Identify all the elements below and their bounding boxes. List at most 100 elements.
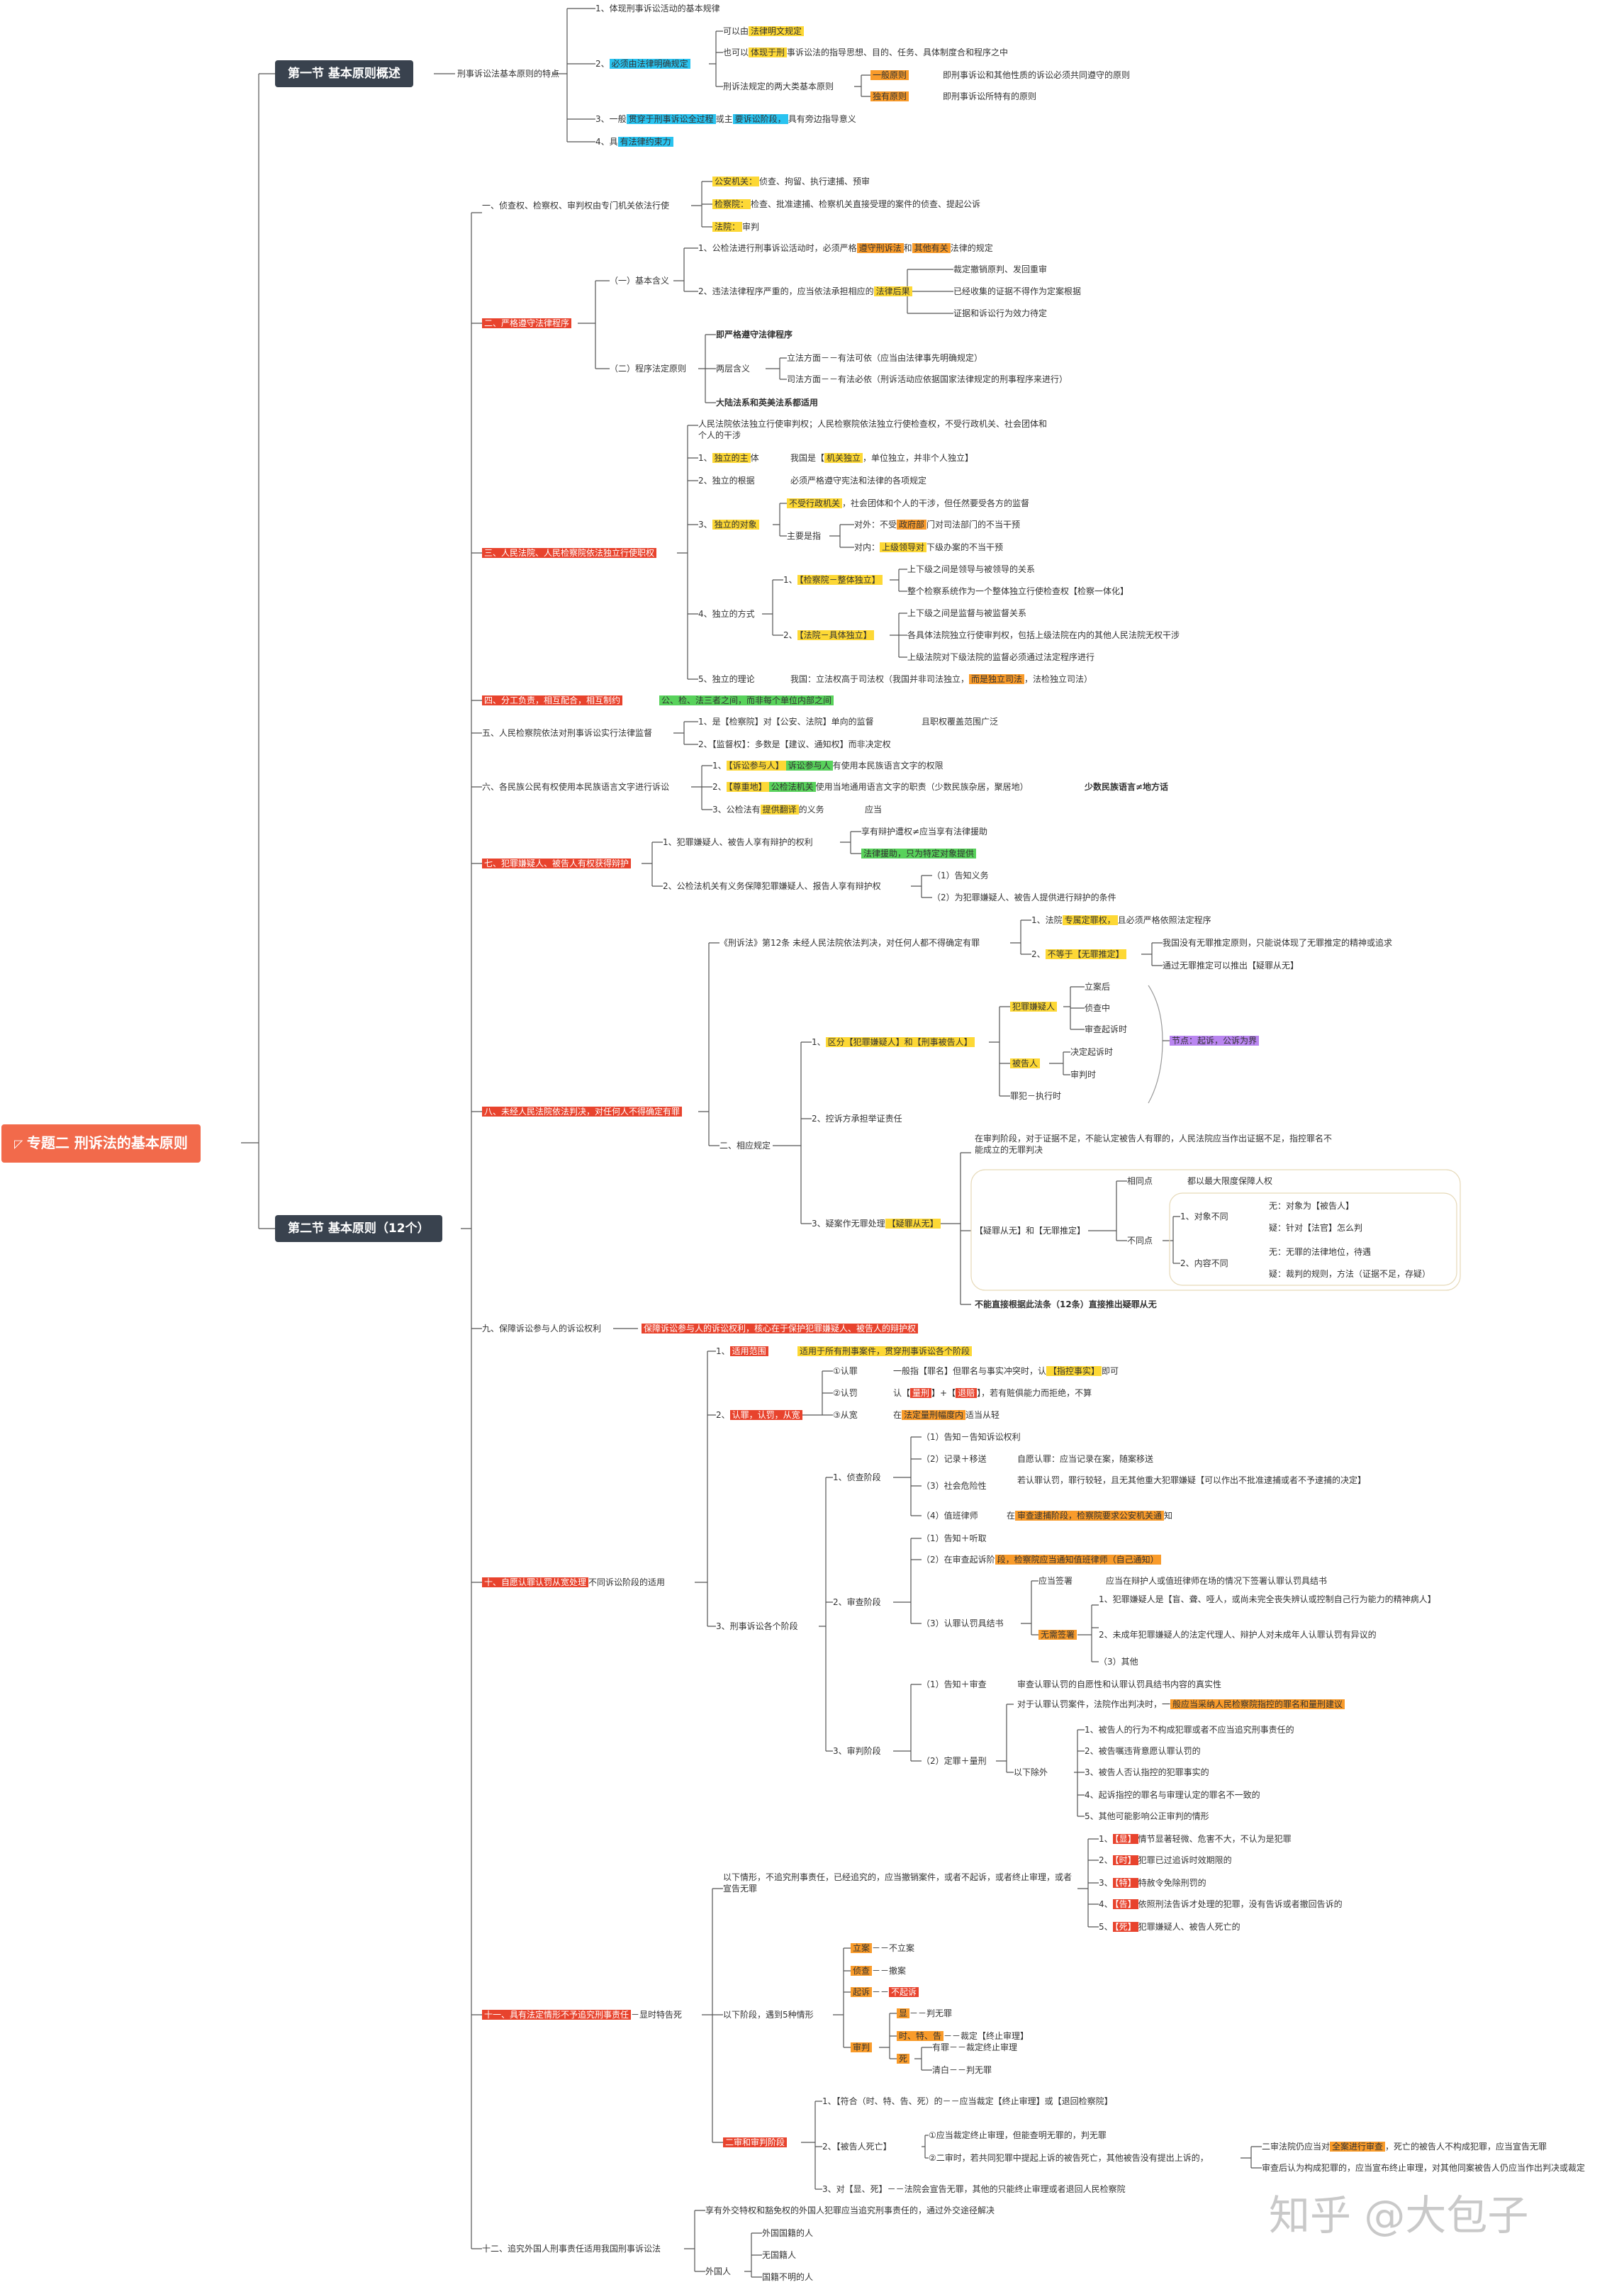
p2-basic-meaning[interactable]: （一）基本含义 xyxy=(610,276,670,286)
sec1-features[interactable]: 刑事诉讼法基本原则的特点 xyxy=(457,69,560,79)
sec1-item-3[interactable]: 3、一般贯穿于刑事诉讼全过程或主要诉讼阶段，具有旁边指导意义 xyxy=(595,114,856,124)
p11-c1[interactable]: 1、【符合（时、特、告、死）的－－应当裁定【终止审理】或【退回检察院】 xyxy=(822,2096,1113,2106)
p8-b1a3[interactable]: 审查起诉时 xyxy=(1085,1024,1128,1034)
p3-i4b2[interactable]: 各具体法院独立行使审判权，包括上级法院在内的其他人民法院无权干涉 xyxy=(907,630,1180,640)
p7-b1[interactable]: （1）告知义务 xyxy=(932,871,989,880)
p10-c23b2[interactable]: 2、未成年犯罪嫌疑人的法定代理人、辩护人对未成年人认罪认罚有异议的 xyxy=(1099,1630,1377,1640)
p8-b3a2b2[interactable]: 疑：裁判的规则，方法（证据不足，存疑） xyxy=(1269,1269,1431,1279)
p3-title[interactable]: 三、人民法院、人民检察院依法独立行使职权 xyxy=(482,547,657,559)
p3-i3b[interactable]: 主要是指 xyxy=(787,531,822,541)
p10-c32e4[interactable]: 4、起诉指控的罪名与审理认定的罪名不一致的 xyxy=(1085,1790,1260,1800)
p3-i3b1[interactable]: 对外：不受政府部门对司法部门的不当干预 xyxy=(854,520,1021,530)
p12-b[interactable]: 外国人 xyxy=(705,2266,732,2276)
p9-desc[interactable]: 保障诉讼参与人的诉讼权利，核心在于保护犯罪嫌疑人、被告人的辩护权 xyxy=(642,1323,919,1334)
p11-b431[interactable]: 有罪－－裁定终止审理 xyxy=(932,2042,1018,2052)
p7-a1[interactable]: 享有辩护遭权≠应当享有法律援助 xyxy=(861,827,988,837)
p8-b3a2b1[interactable]: 无：无罪的法律地位，待遇 xyxy=(1269,1247,1372,1257)
p10-c22[interactable]: （2）在审查起诉阶段，检察院应当通知值班律师（自己通知） xyxy=(922,1554,1161,1565)
p10-c23ad[interactable]: 应当在辩护人或值班律师在场的情况下签署认罪认罚具结书 xyxy=(1106,1576,1328,1586)
p8-b3a2a1[interactable]: 无：对象为【被告人】 xyxy=(1269,1201,1355,1211)
p6-b1[interactable]: 少数民族语言≠地方话 xyxy=(1085,782,1169,792)
p2-g2b[interactable]: 两层含义 xyxy=(716,364,751,374)
p10-c[interactable]: 3、刑事诉讼各个阶段 xyxy=(716,1621,798,1631)
p2-title[interactable]: 二、严格遵守法律程序 xyxy=(482,318,572,329)
p3-i4a2[interactable]: 整个检察系统作为一个整体独立行使检查权【检察一体化】 xyxy=(907,586,1129,596)
p10-c23b1[interactable]: 1、犯罪嫌疑人是【盲、聋、哑人，或尚未完全丧失辨认或控制自己行为能力的精神病人】 xyxy=(1099,1594,1436,1604)
p11-a4[interactable]: 4、【告】依照刑法告诉才处理的犯罪，没有告诉或者撤回告诉的 xyxy=(1099,1899,1343,1909)
p2-g2c[interactable]: 大陆法系和英美法系都适用 xyxy=(716,398,819,408)
p6-a[interactable]: 1、【诉讼参与人】诉讼参与人有使用本民族语言文字的权限 xyxy=(712,761,943,771)
p11-c21[interactable]: ①应当裁定终止审理，但能查明无罪的，判无罪 xyxy=(929,2130,1107,2140)
p10-c32e[interactable]: 以下除外 xyxy=(1014,1767,1048,1777)
p10-c32e1[interactable]: 1、被告人的行为不构成犯罪或者不应当追究刑事责任的 xyxy=(1085,1725,1294,1735)
p2-g1a[interactable]: 1、公检法进行刑事诉讼活动时，必须严格遵守刑诉法和其他有关法律的规定 xyxy=(698,243,993,253)
p2-procedural-legality[interactable]: （二）程序法定原则 xyxy=(610,364,687,374)
p3-i4b1[interactable]: 上下级之间是监督与被监督关系 xyxy=(907,608,1027,618)
p8-b1[interactable]: 1、区分【犯罪嫌疑人】和【刑事被告人】 xyxy=(812,1036,975,1048)
p9-title[interactable]: 九、保障诉讼参与人的诉讼权利 xyxy=(482,1324,602,1333)
p11-a5[interactable]: 5、【死】犯罪嫌疑人、被告人死亡的 xyxy=(1099,1922,1241,1932)
p8-art12[interactable]: 《刑诉法》第12条 未经人民法院依法判决，对任何人都不得确定有罪 xyxy=(719,938,980,948)
p10-c1[interactable]: 1、侦查阶段 xyxy=(833,1472,881,1482)
p12-b3[interactable]: 国籍不明的人 xyxy=(762,2272,814,2282)
p5-a[interactable]: 1、是【检察院】对【公安、法院】单向的监督 xyxy=(698,717,874,727)
p8-b3a[interactable]: 【疑罪从无】和【无罪推定】 xyxy=(975,1226,1086,1236)
p8-b1a2[interactable]: 侦查中 xyxy=(1085,1003,1111,1013)
p11-title[interactable]: 十一、具有法定情形不予追究刑事责任－显时特告死 xyxy=(482,2009,682,2020)
p10-c32e3[interactable]: 3、被告人否认指控的犯罪事实的 xyxy=(1085,1767,1209,1777)
p8-defendant[interactable]: 被告人 xyxy=(1010,1058,1041,1069)
p11-b3[interactable]: 起诉－－不起诉 xyxy=(851,1986,919,1998)
sec1-item-2[interactable]: 2、必须由法律明确规定 xyxy=(595,58,690,69)
p3-i4a[interactable]: 1、【检察院－整体独立】 xyxy=(783,574,883,586)
p10-c23b[interactable]: 无需签署 xyxy=(1038,1629,1077,1640)
p11-a1[interactable]: 1、【显】情节显著轻微、危害不大，不认为是犯罪 xyxy=(1099,1834,1292,1844)
p3-i4b3[interactable]: 上级法院对下级法院的监督必须通过法定程序进行 xyxy=(907,652,1095,662)
p8-b1c[interactable]: 罪犯－执行时 xyxy=(1010,1091,1062,1101)
p6-b[interactable]: 2、【尊重地】公检法机关使用当地通用语言文字的职责（少数民族杂居，聚居地） xyxy=(712,782,1029,792)
sec1-item-1[interactable]: 1、体现刑事诉讼活动的基本规律 xyxy=(595,4,720,13)
p10-c23[interactable]: （3）认罪认罚具结书 xyxy=(922,1618,1004,1628)
p2-g2b2[interactable]: 司法方面－－有法必依（刑诉活动应依据国家法律规定的刑事程序来进行） xyxy=(787,374,1068,384)
p6-c[interactable]: 3、公检法有提供翻译的义务 xyxy=(712,805,824,815)
p7-a2[interactable]: 法律援助，只为特定对象提供 xyxy=(861,848,977,859)
p8-a1[interactable]: 1、法院专属定罪权，且必须严格依照法定程序 xyxy=(1031,915,1211,925)
p2-g1b3[interactable]: 证据和诉讼行为效力待定 xyxy=(953,308,1048,318)
p8-b1b2[interactable]: 审判时 xyxy=(1070,1070,1097,1080)
p10-c11[interactable]: （1）告知－告知诉讼权利 xyxy=(922,1432,1021,1442)
p3-desc[interactable]: 人民法院依法独立行使审判权；人民检察院依法独立行使检查权，不受行政机关、社会团体… xyxy=(698,419,1048,440)
p8-b[interactable]: 二、相应规定 xyxy=(719,1141,771,1151)
p8-a2[interactable]: 2、不等于【无罪推定】 xyxy=(1031,949,1126,960)
p1-police[interactable]: 公安机关：侦查、拘留、执行逮捕、预审 xyxy=(712,176,870,187)
p10-c23b3[interactable]: （3）其他 xyxy=(1099,1657,1138,1667)
p8-title[interactable]: 八、未经人民法院依法判决，对任何人不得确定有罪 xyxy=(482,1106,683,1117)
p11-b432[interactable]: 清白－－判无罪 xyxy=(932,2065,992,2075)
p11-c[interactable]: 二审和审判阶段 xyxy=(723,2137,788,2148)
p11-c3[interactable]: 3、对【显、死】－－法院会宣告无罪，其他的只能终止审理或者退回人民检察院 xyxy=(822,2184,1126,2194)
p8-b3a2a2[interactable]: 疑：针对【法官】怎么判 xyxy=(1269,1223,1363,1233)
p4-title[interactable]: 四、分工负责，相互配合，相互制约 xyxy=(482,695,623,706)
p3-i2d[interactable]: 必须严格遵守宪法和法律的各项规定 xyxy=(790,476,927,486)
p11-c22[interactable]: ②二审时，若共同犯罪中提起上诉的被告死亡，其他被告没有提出上诉的， xyxy=(929,2153,1209,2163)
p10-c31[interactable]: （1）告知＋审查 xyxy=(922,1679,987,1689)
p8-b3b[interactable]: 不能直接根据此法条（12条）直接推出疑罪从无 xyxy=(975,1299,1157,1309)
p10-c2[interactable]: 2、审查阶段 xyxy=(833,1597,881,1607)
p10-c12d[interactable]: 自愿认罪：应当记录在案，随案移送 xyxy=(1017,1454,1154,1464)
p8-b3a2a[interactable]: 1、对象不同 xyxy=(1180,1212,1228,1221)
p11-a3[interactable]: 3、【特】特赦令免除刑罚的 xyxy=(1099,1878,1206,1888)
sec1-item-2a[interactable]: 可以由法律明文规定 xyxy=(723,26,805,37)
p3-i5[interactable]: 5、独立的理论 xyxy=(698,674,755,684)
general-principle[interactable]: 一般原则 xyxy=(870,69,909,81)
p11-b2[interactable]: 侦查－－撤案 xyxy=(851,1965,906,1976)
p8-b3a2[interactable]: 不同点 xyxy=(1127,1236,1153,1246)
p11-b43[interactable]: 死 xyxy=(897,2053,910,2064)
p10-title[interactable]: 十、自愿认罪认罚从宽处理不同诉讼阶段的适用 xyxy=(482,1577,665,1588)
p10-c3[interactable]: 3、审判阶段 xyxy=(833,1746,881,1756)
p2-g1b2[interactable]: 已经收集的证据不得作为定案根据 xyxy=(953,286,1082,296)
sec1-item-4[interactable]: 4、具有法律约束力 xyxy=(595,136,673,147)
p2-g2b1[interactable]: 立法方面－－有法可依（应当由法律事先明确规定） xyxy=(787,353,983,363)
p10-b1d[interactable]: 一般指【罪名】但罪名与事实冲突时，认【指控事实】即可 xyxy=(893,1366,1119,1376)
p10-b1[interactable]: ①认罪 xyxy=(833,1366,858,1376)
p10-c32[interactable]: （2）定罪＋量刑 xyxy=(922,1756,987,1766)
p8-b3a2b[interactable]: 2、内容不同 xyxy=(1180,1258,1228,1268)
p8-b2[interactable]: 2、控诉方承担举证责任 xyxy=(812,1114,902,1124)
